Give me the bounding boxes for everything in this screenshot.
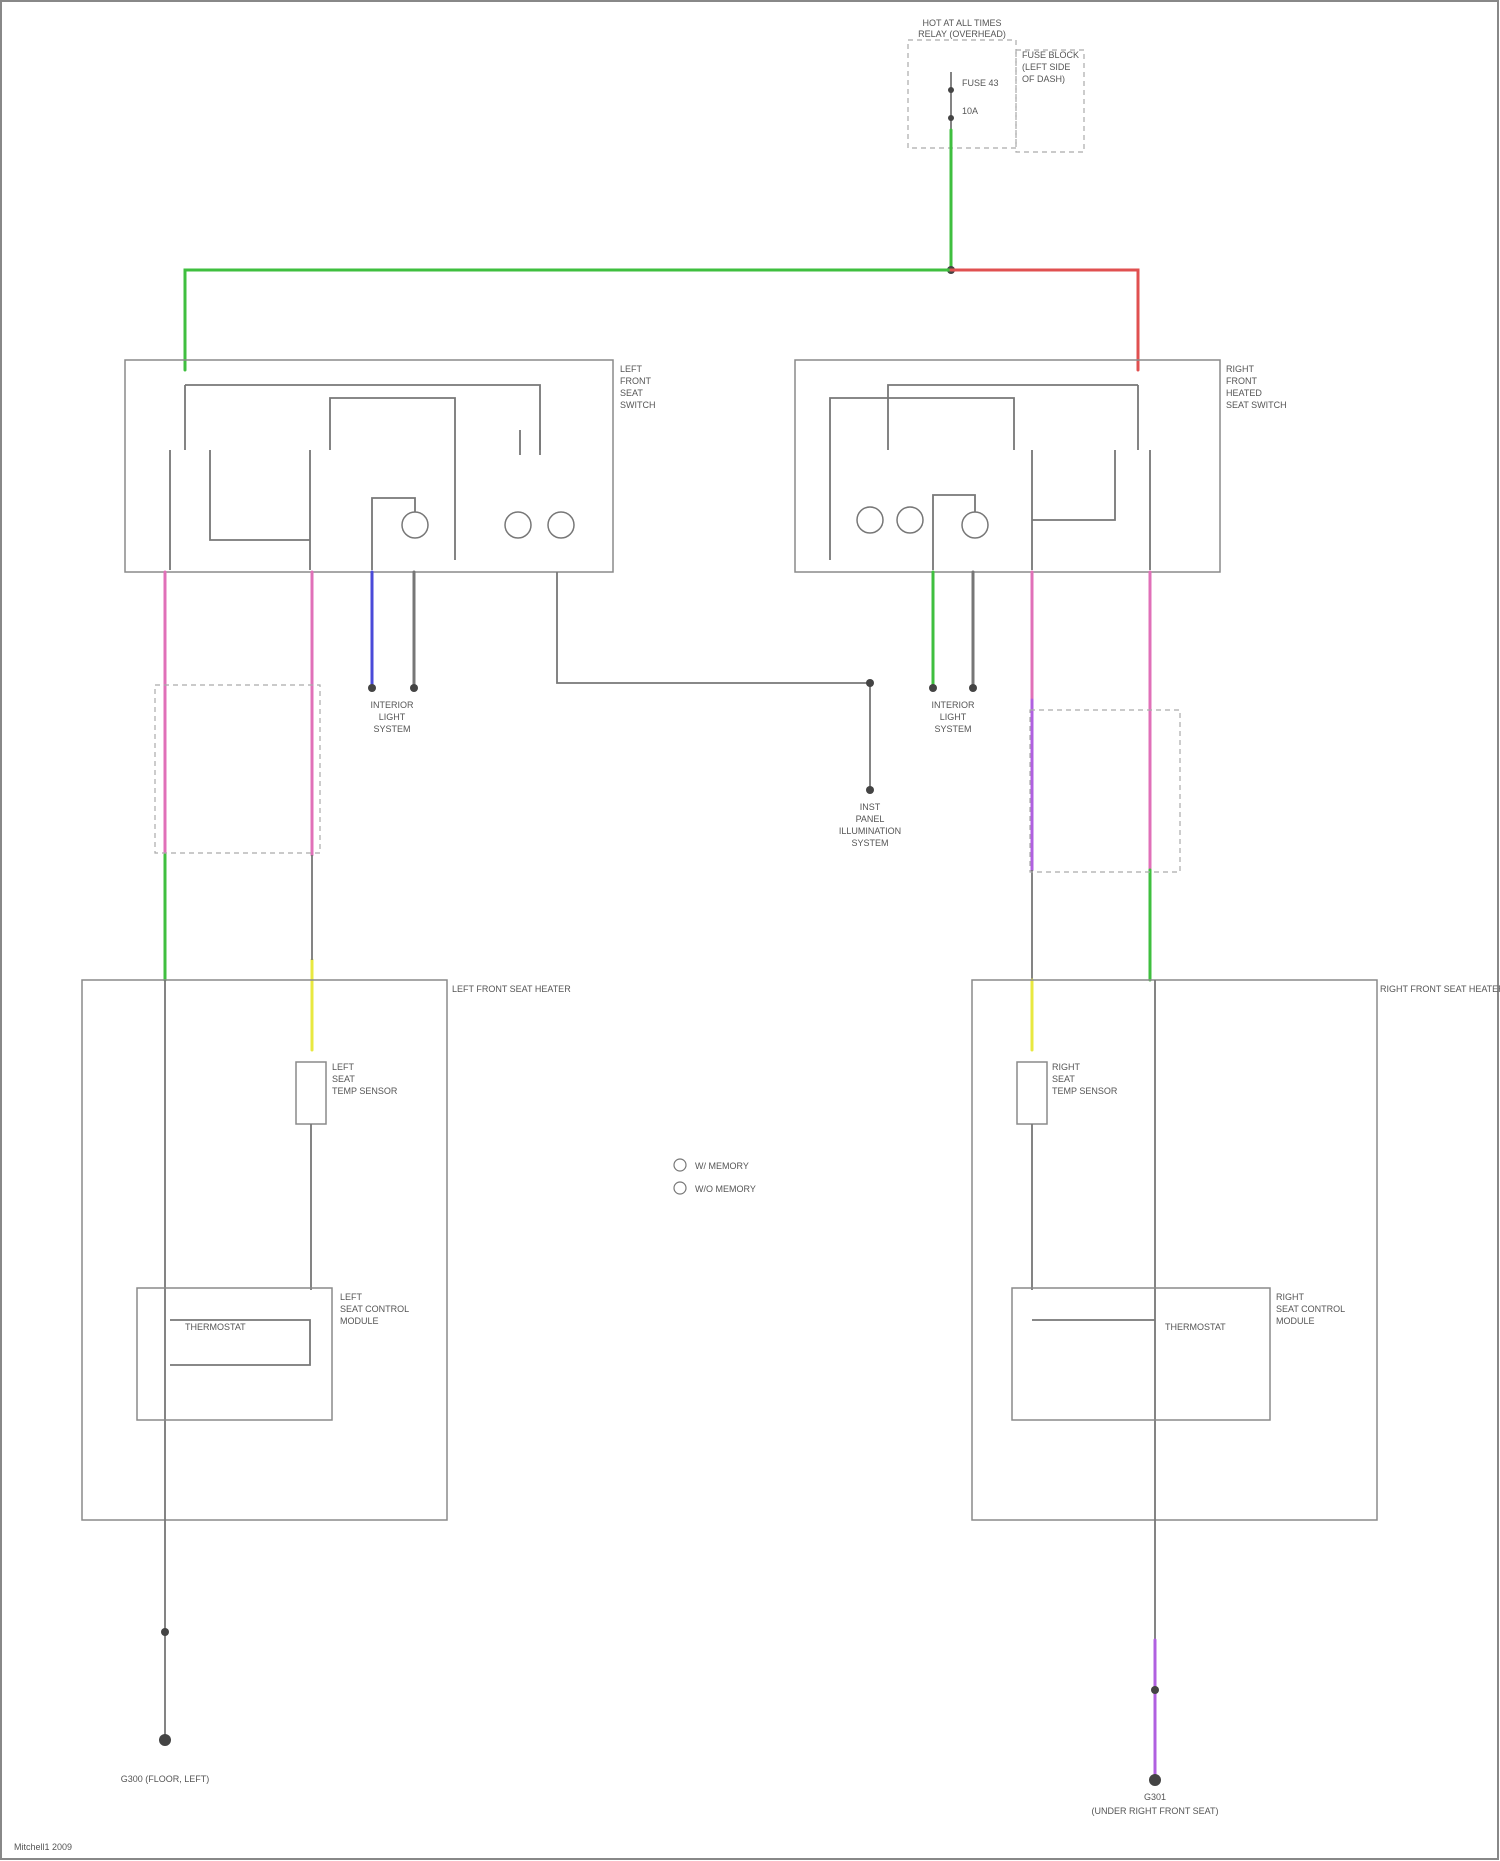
- legend-item-1: W/ MEMORY: [695, 1161, 749, 1171]
- left-temp-sensor: [296, 1062, 326, 1124]
- right-sensor-label-3: TEMP SENSOR: [1052, 1086, 1118, 1096]
- right-indicator-lamp-1: [857, 507, 883, 533]
- fuse-block: HOT AT ALL TIMES RELAY (OVERHEAD) FUSE B…: [908, 18, 1084, 152]
- legend: W/ MEMORY W/O MEMORY: [674, 1159, 756, 1194]
- instrument-label-4: SYSTEM: [851, 838, 888, 848]
- legend-symbol-1: [674, 1159, 686, 1171]
- right-switch-bus-inner: [830, 398, 1014, 560]
- right-thermostat-label: THERMOSTAT: [1165, 1322, 1226, 1332]
- left-dimmer-label-1: INTERIOR: [370, 700, 414, 710]
- left-switch-label-3: SEAT: [620, 388, 643, 398]
- left-seat-switch: LEFT FRONT SEAT SWITCH: [125, 360, 656, 572]
- left-control-module-box: [137, 1288, 332, 1420]
- instrument-label-2: PANEL: [856, 814, 885, 824]
- left-switch-contacts: [170, 385, 540, 570]
- right-dimmer-label-2: LIGHT: [940, 712, 967, 722]
- illumination-wire: [557, 572, 870, 790]
- fuse-terminal-top: [948, 87, 954, 93]
- right-seat-heater: RIGHT FRONT SEAT HEATER RIGHT SEAT TEMP …: [972, 980, 1500, 1520]
- left-heater-label: LEFT FRONT SEAT HEATER: [452, 984, 571, 994]
- contact-bridge-1: [210, 450, 310, 540]
- left-harness-connector-outline: [155, 685, 320, 853]
- left-dimmer-label-3: SYSTEM: [373, 724, 410, 734]
- fuse-block-side-3: OF DASH): [1022, 74, 1065, 84]
- right-dimmer-label-3: SYSTEM: [934, 724, 971, 734]
- right-dimmer-terminal-1: [929, 684, 937, 692]
- left-dimmer-terminal-1: [368, 684, 376, 692]
- right-contact-bridge: [1032, 450, 1115, 520]
- right-sensor-label-1: RIGHT: [1052, 1062, 1081, 1072]
- left-ground-label: G300 (FLOOR, LEFT): [121, 1774, 210, 1784]
- instrument-label-3: ILLUMINATION: [839, 826, 901, 836]
- left-switch-label-2: FRONT: [620, 376, 651, 386]
- illumination-splice: [866, 679, 874, 687]
- right-lamp-wire: [933, 495, 975, 570]
- right-indicator-lamp-3: [962, 512, 988, 538]
- left-sensor-label-2: SEAT: [332, 1074, 355, 1084]
- left-seat-heater: LEFT FRONT SEAT HEATER LEFT SEAT TEMP SE…: [82, 980, 571, 1520]
- right-harness-connector-outline: [1030, 710, 1180, 872]
- right-ground-splice: [1151, 1686, 1159, 1694]
- fuse-amp: 10A: [962, 106, 978, 116]
- left-control-label-2: SEAT CONTROL: [340, 1304, 409, 1314]
- right-control-label-1: RIGHT: [1276, 1292, 1305, 1302]
- left-indicator-lamp-3: [548, 512, 574, 538]
- fuse-name: FUSE 43: [962, 78, 999, 88]
- fuse-block-side-1: FUSE BLOCK: [1022, 50, 1079, 60]
- right-switch-label-1: RIGHT: [1226, 364, 1255, 374]
- right-heater-label: RIGHT FRONT SEAT HEATER: [1380, 984, 1500, 994]
- left-switch-label-4: SWITCH: [620, 400, 656, 410]
- right-sensor-label-2: SEAT: [1052, 1074, 1075, 1084]
- right-ground-label-1: G301: [1144, 1792, 1166, 1802]
- right-seat-switch: RIGHT FRONT HEATED SEAT SWITCH: [795, 360, 1287, 572]
- right-temp-sensor: [1017, 1062, 1047, 1124]
- right-switch-feed-wire: [951, 270, 1138, 370]
- right-switch-bus-top: [888, 385, 1138, 450]
- right-switch-label-3: HEATED: [1226, 388, 1262, 398]
- right-switch-label-4: SEAT SWITCH: [1226, 400, 1287, 410]
- right-dimmer-label-1: INTERIOR: [931, 700, 975, 710]
- fuse-terminal-bottom: [948, 115, 954, 121]
- right-ground-label-2: (UNDER RIGHT FRONT SEAT): [1091, 1806, 1218, 1816]
- left-dimmer-terminal-2: [410, 684, 418, 692]
- legend-item-2: W/O MEMORY: [695, 1184, 756, 1194]
- illumination-terminal: [866, 786, 874, 794]
- left-sensor-label-1: LEFT: [332, 1062, 355, 1072]
- left-indicator-lamp-2: [505, 512, 531, 538]
- instrument-label-1: INST: [860, 802, 881, 812]
- left-lamp-wire: [372, 498, 415, 570]
- fuse-block-outline: [908, 40, 1016, 148]
- fuse-block-side-2: (LEFT SIDE: [1022, 62, 1070, 72]
- right-control-label-3: MODULE: [1276, 1316, 1315, 1326]
- left-heater-box: [82, 980, 447, 1520]
- right-switch-label-2: FRONT: [1226, 376, 1257, 386]
- left-thermostat-label: THERMOSTAT: [185, 1322, 246, 1332]
- left-sensor-label-3: TEMP SENSOR: [332, 1086, 398, 1096]
- right-switch-box: [795, 360, 1220, 572]
- left-switch-feed-wire: [185, 270, 951, 370]
- left-switch-label-1: LEFT: [620, 364, 643, 374]
- fuse-block-title-2: RELAY (OVERHEAD): [918, 29, 1006, 39]
- right-dimmer-terminal-2: [969, 684, 977, 692]
- right-indicator-lamp-2: [897, 507, 923, 533]
- right-control-module-box: [1012, 1288, 1270, 1420]
- left-control-label-3: MODULE: [340, 1316, 379, 1326]
- legend-symbol-2: [674, 1182, 686, 1194]
- left-switch-bus-inner: [330, 398, 455, 560]
- left-ground-splice: [161, 1628, 169, 1636]
- right-control-label-2: SEAT CONTROL: [1276, 1304, 1345, 1314]
- right-ground-terminal: [1149, 1774, 1161, 1786]
- left-control-label-1: LEFT: [340, 1292, 363, 1302]
- left-ground-terminal: [159, 1734, 171, 1746]
- left-dimmer-label-2: LIGHT: [379, 712, 406, 722]
- footer-text: Mitchell1 2009: [14, 1842, 72, 1852]
- left-indicator-lamp-1: [402, 512, 428, 538]
- fuse-block-title-1: HOT AT ALL TIMES: [922, 18, 1001, 28]
- left-switch-bus-top: [185, 385, 540, 450]
